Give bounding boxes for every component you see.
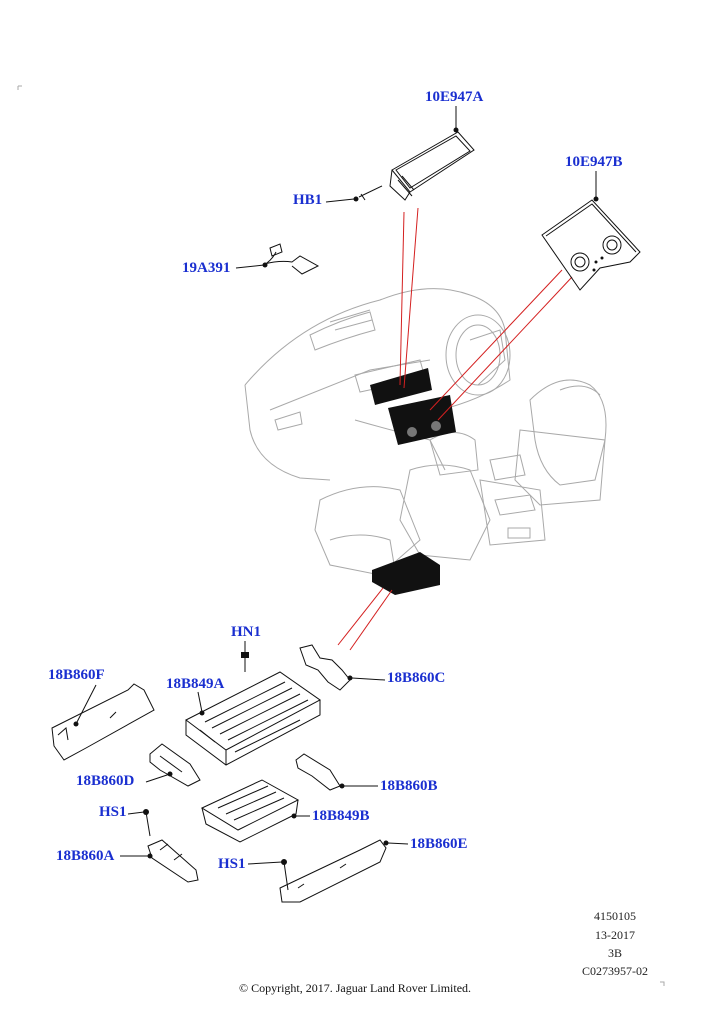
- callout-leaders: [75, 106, 599, 865]
- corner-mark: [17, 85, 22, 90]
- callout-10E947B[interactable]: 10E947B: [565, 154, 623, 170]
- harness-19A391: [263, 243, 320, 275]
- callout-18B860E[interactable]: 18B860E: [410, 836, 468, 852]
- callout-18B849A[interactable]: 18B849A: [166, 676, 225, 692]
- callout-19A391[interactable]: 19A391: [182, 260, 231, 276]
- module-18B849B: [200, 779, 300, 843]
- callout-10E947A[interactable]: 10E947A: [425, 89, 484, 105]
- screw-HB1: [353, 185, 383, 202]
- reference-code: 3B: [607, 946, 622, 960]
- copyright-notice: © Copyright, 2017. Jaguar Land Rover Lim…: [238, 981, 472, 995]
- callout-18B860A[interactable]: 18B860A: [56, 848, 115, 864]
- callout-18B860C[interactable]: 18B860C: [387, 670, 446, 686]
- control-panel-10E947B: [541, 199, 641, 291]
- callout-18B860D[interactable]: 18B860D: [76, 773, 135, 789]
- screw-HS1-left: [143, 809, 151, 837]
- callout-HN1[interactable]: HN1: [231, 624, 261, 640]
- document-number: C0273957-02: [582, 964, 648, 978]
- module-18B849A: [185, 671, 321, 766]
- corner-mark: [660, 981, 665, 986]
- reference-number: 4150105: [594, 909, 636, 923]
- callout-HB1[interactable]: HB1: [293, 192, 323, 208]
- bracket-18B860E: [279, 839, 389, 903]
- leader-lines: [337, 207, 573, 651]
- callout-18B860B[interactable]: 18B860B: [380, 778, 438, 794]
- bracket-18B860C: [299, 644, 353, 691]
- callout-HS1-left[interactable]: HS1: [99, 804, 127, 820]
- screw-HN1: [241, 652, 249, 672]
- bracket-18B860A: [147, 839, 199, 883]
- callout-18B849B[interactable]: 18B849B: [312, 808, 370, 824]
- installed-parts-highlight: [370, 368, 456, 595]
- bracket-18B860B: [295, 753, 345, 791]
- callout-HS1-right[interactable]: HS1: [218, 856, 246, 872]
- reference-date: 13-2017: [595, 928, 635, 942]
- vehicle-interior-outline: [244, 288, 607, 576]
- bracket-18B860D: [149, 743, 201, 787]
- screw-HS1-right: [281, 859, 289, 891]
- bracket-18B860F: [51, 683, 155, 761]
- display-unit-10E947A: [389, 131, 475, 201]
- callout-18B860F[interactable]: 18B860F: [48, 667, 105, 683]
